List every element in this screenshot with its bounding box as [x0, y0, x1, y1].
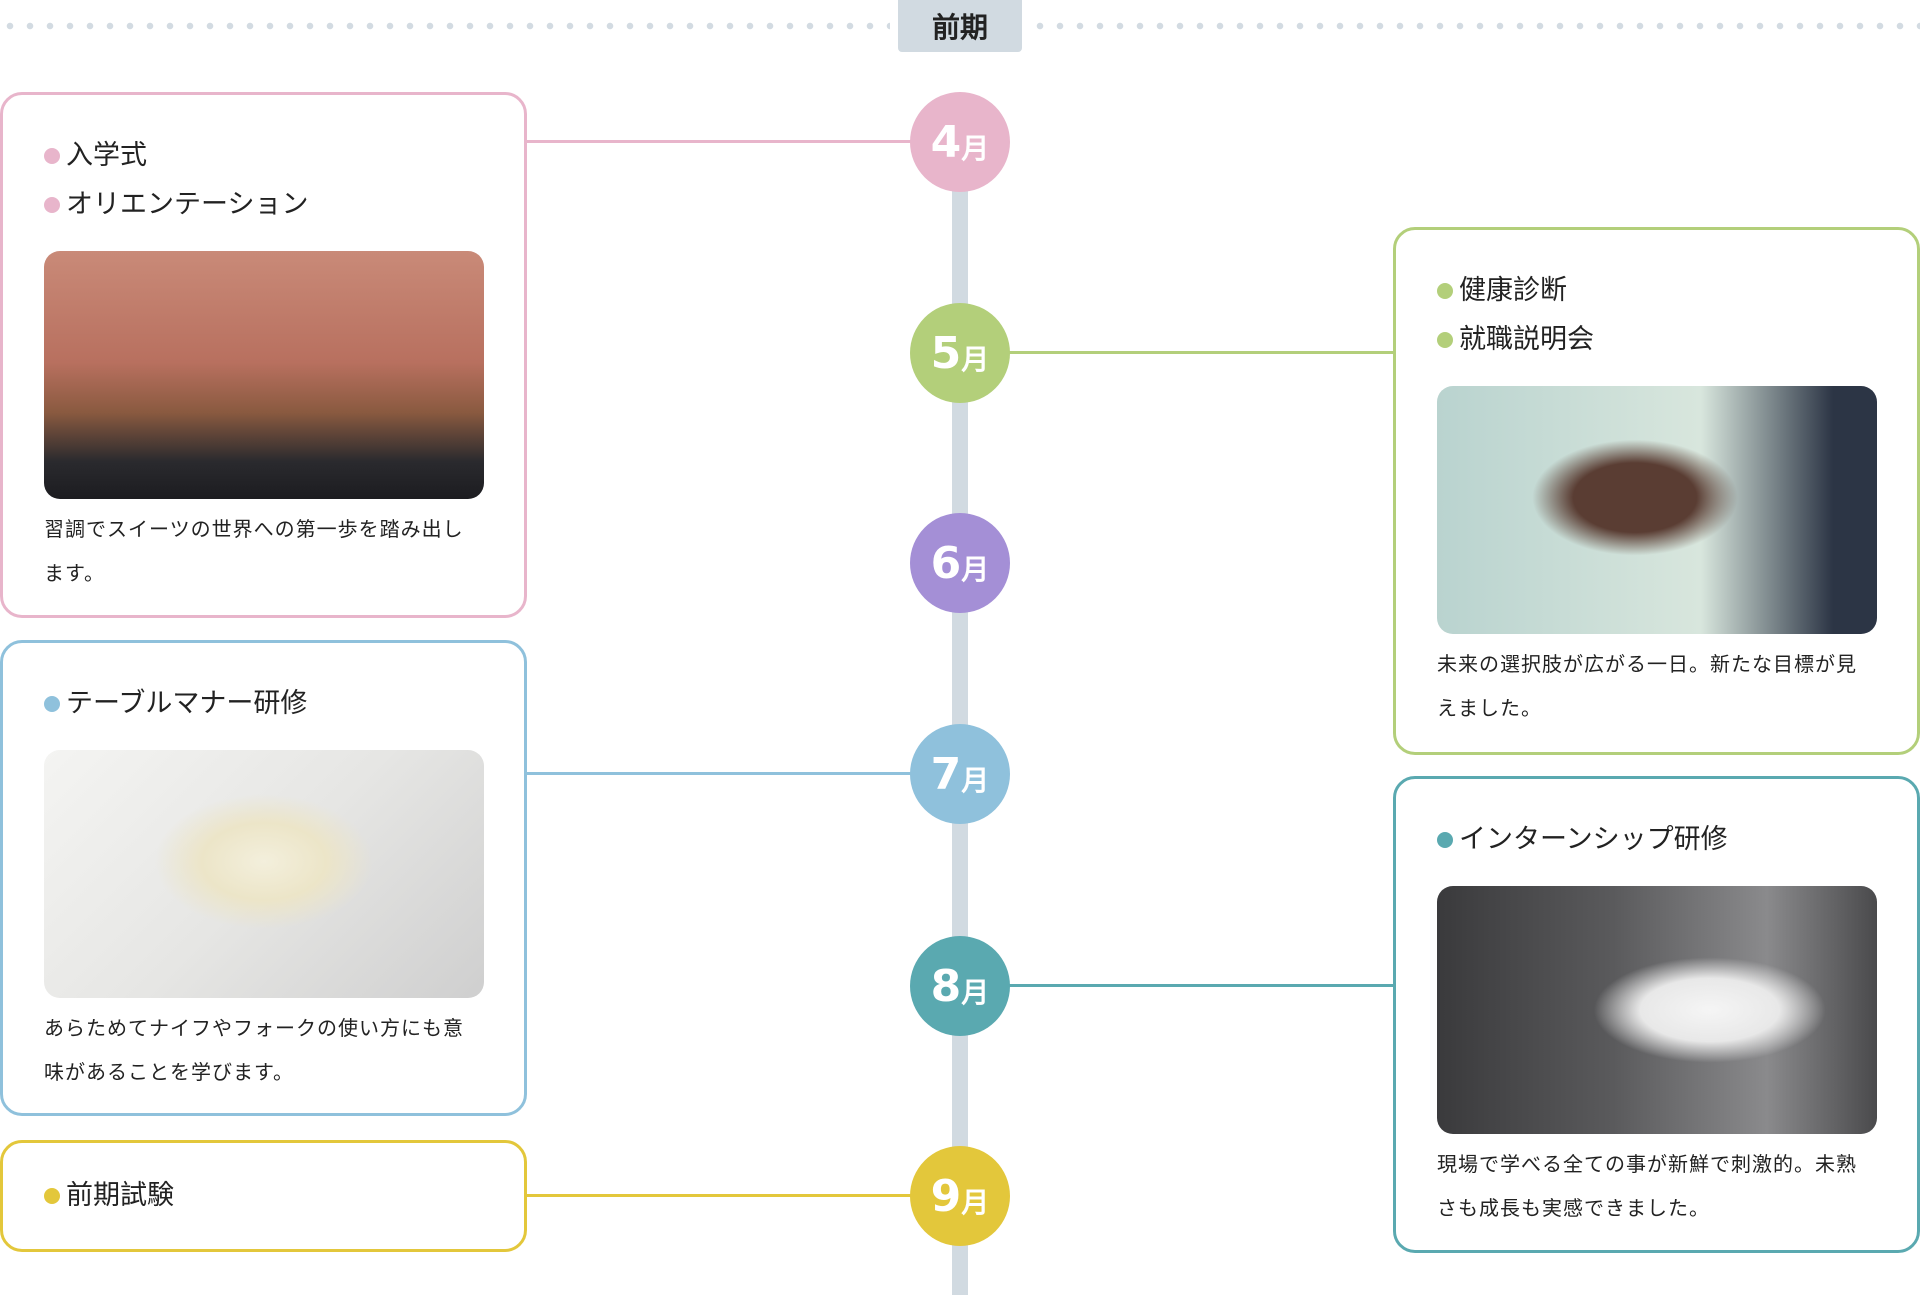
event-description: 現場で学べる全ての事が新鮮で刺激的。未熟さも成長も実感できました。 [1437, 1152, 1857, 1220]
event-card-july: テーブルマナー研修 あらためてナイフやフォークの使い方にも意味があることを学びま… [0, 640, 527, 1116]
event-item: テーブルマナー研修 [44, 679, 483, 728]
event-label: 前期試験 [66, 1180, 174, 1211]
connector-september [527, 1194, 927, 1197]
event-label: 入学式 [66, 140, 147, 171]
bullet-icon [1437, 331, 1453, 348]
event-label: 健康診断 [1459, 275, 1567, 306]
term-divider-right [1030, 22, 1920, 30]
connector-august [1000, 984, 1395, 987]
connector-may [1000, 351, 1395, 354]
bullet-icon [44, 196, 60, 213]
event-label: インターンシップ研修 [1459, 824, 1728, 855]
event-card-august: インターンシップ研修 現場で学べる全ての事が新鮮で刺激的。未熟さも成長も実感でき… [1393, 776, 1920, 1253]
bullet-icon [1437, 282, 1453, 299]
term-divider-left [0, 22, 890, 30]
event-item: オリエンテーション [44, 180, 483, 229]
event-label: オリエンテーション [66, 189, 309, 220]
event-item: 健康診断 [1437, 266, 1876, 315]
connector-july [527, 772, 927, 775]
bullet-icon [44, 147, 60, 164]
connector-april [527, 140, 927, 143]
table-setting-photo [44, 750, 484, 998]
event-description: 習調でスイーツの世界への第一歩を踏み出します。 [44, 517, 464, 585]
event-card-may: 健康診断 就職説明会 未来の選択肢が広がる一日。新たな目標が見えました。 [1393, 227, 1920, 755]
event-card-september: 前期試験 [0, 1140, 527, 1252]
job-briefing-photo [1437, 386, 1877, 634]
event-description: あらためてナイフやフォークの使い方にも意味があることを学びます。 [44, 1016, 464, 1084]
bullet-icon [1437, 831, 1453, 848]
entrance-ceremony-photo [44, 251, 484, 499]
event-description: 未来の選択肢が広がる一日。新たな目標が見えました。 [1437, 652, 1857, 720]
event-item: 就職説明会 [1437, 315, 1876, 364]
event-item: インターンシップ研修 [1437, 815, 1876, 864]
kitchen-internship-photo [1437, 886, 1877, 1134]
bullet-icon [44, 695, 60, 712]
event-label: テーブルマナー研修 [66, 688, 308, 719]
event-item: 入学式 [44, 131, 483, 180]
term-label: 前期 [898, 0, 1022, 52]
event-item: 前期試験 [44, 1171, 483, 1220]
event-card-april: 入学式 オリエンテーション 習調でスイーツの世界への第一歩を踏み出します。 [0, 92, 527, 618]
bullet-icon [44, 1187, 60, 1204]
event-label: 就職説明会 [1459, 324, 1594, 355]
